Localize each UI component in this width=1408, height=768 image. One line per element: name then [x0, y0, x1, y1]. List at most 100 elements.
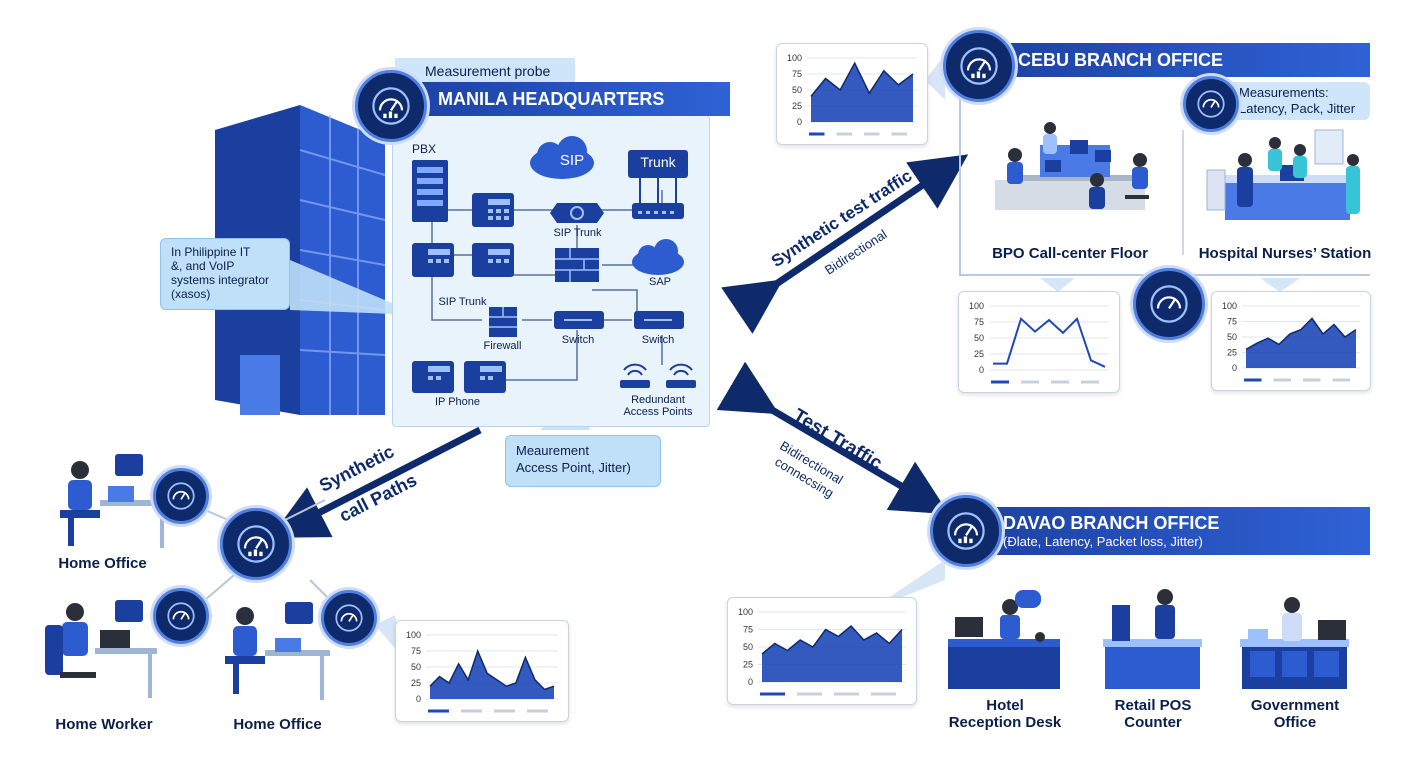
series-line — [761, 624, 903, 655]
home-office2-probe-icon — [321, 590, 377, 646]
y-tick-label: 100 — [406, 630, 421, 640]
y-tick-label: 75 — [411, 646, 421, 656]
cebu-site-probe-icon — [1133, 268, 1205, 340]
series-line — [429, 648, 555, 691]
y-tick-label: 25 — [1227, 348, 1237, 358]
firewall-label: Firewall — [483, 340, 522, 352]
y-tick-label: 75 — [1227, 317, 1237, 327]
manila-title-banner: MANILA HEADQUARTERS — [380, 82, 730, 116]
ip-phone-icon — [472, 243, 514, 277]
manila-network — [412, 136, 696, 393]
sap-cloud-icon — [632, 239, 684, 275]
series-line — [1245, 317, 1357, 351]
trunk-label: Trunk — [640, 154, 676, 170]
chart-card-remote: 100 75 50 25 0 — [395, 620, 569, 722]
area-series — [811, 63, 913, 122]
area-series — [1246, 318, 1356, 368]
sip-trunk-router-icon — [550, 203, 604, 223]
arrow-manila-cebu — [721, 154, 969, 334]
cebu-title: CEBU BRANCH OFFICE — [1018, 49, 1223, 70]
arrow-manila-remote — [270, 426, 482, 538]
y-tick-label: 50 — [411, 662, 421, 672]
y-tick-label: 50 — [743, 642, 753, 652]
measurement-probe-tag: Measurement probe — [395, 58, 575, 84]
firewall-icon — [489, 307, 517, 337]
remote-workers-illustration — [45, 454, 330, 700]
series-line — [993, 316, 1106, 368]
ip-phone-label: IP Phone — [434, 396, 481, 408]
sip-trunk-left-label: SIP Trunk — [438, 296, 487, 308]
home-office-label: Home Office — [58, 555, 147, 572]
home-office-probe-icon — [153, 468, 209, 524]
series-line — [810, 61, 914, 97]
y-tick-label: 100 — [969, 301, 984, 311]
retail-pos-label: Retail POS Counter — [1114, 697, 1192, 731]
y-tick-label: 50 — [1227, 332, 1237, 342]
y-tick-label: 0 — [1232, 363, 1237, 373]
hospital-station-label: Hospital Nurses’ Station — [1198, 245, 1372, 262]
pbx-label: PBX — [412, 142, 437, 156]
davao-sites-illustration — [948, 589, 1349, 689]
y-tick-label: 25 — [411, 678, 421, 688]
cebu-measure-probe-icon — [1183, 76, 1239, 132]
remote-hub-probe-icon — [220, 508, 292, 580]
y-tick-label: 75 — [974, 317, 984, 327]
switch-icon — [634, 311, 684, 329]
y-tick-label: 100 — [1222, 301, 1237, 311]
bpo-floor-illustration — [995, 122, 1149, 210]
switch-label: Switch — [641, 334, 675, 346]
access-point-icon — [620, 363, 650, 388]
manila-title: MANILA HEADQUARTERS — [438, 88, 665, 109]
chart-card-cebu-bpo: 100 75 50 25 0 — [958, 291, 1120, 393]
y-tick-label: 75 — [792, 69, 802, 79]
chart-card-davao: 100 75 50 25 0 — [727, 597, 917, 705]
access-point-icon — [666, 363, 696, 388]
home-worker-label: Home Worker — [55, 716, 153, 733]
firewall-icon — [555, 248, 599, 282]
davao-title: DAVAO BRANCH OFFICE — [1003, 513, 1220, 533]
sap-label: SAP — [648, 276, 671, 288]
sip-trunk-top-label: SIP Trunk — [553, 227, 602, 239]
ip-phone-icon — [464, 361, 506, 393]
y-tick-label: 25 — [743, 660, 753, 670]
y-tick-label: 75 — [743, 625, 753, 635]
davao-title-banner: DAVAO BRANCH OFFICE (Ðlate, Latency, Pac… — [945, 507, 1370, 555]
switch-label: Switch — [561, 334, 595, 346]
sip-cloud-icon — [530, 136, 594, 179]
government-office-label: Government Office — [1250, 697, 1340, 731]
home-office2-label: Home Office — [233, 716, 322, 733]
integrator-callout: In Philippine IT &, and VoIP systems int… — [160, 238, 290, 310]
hq-building-icon — [215, 105, 386, 415]
y-tick-label: 0 — [748, 677, 753, 687]
hotel-reception-label: Hotel Reception Desk — [948, 697, 1062, 731]
sip-cloud-label: SIP — [559, 152, 585, 169]
cebu-title-banner: CEBU BRANCH OFFICE — [960, 43, 1370, 77]
ip-phone-icon — [472, 193, 514, 227]
ip-phone-icon — [412, 243, 454, 277]
switch-icon — [632, 203, 684, 219]
bpo-floor-label: BPO Call-center Floor — [992, 245, 1148, 262]
area-series — [762, 626, 902, 682]
arrow-manila-davao — [716, 361, 950, 515]
y-tick-label: 50 — [792, 85, 802, 95]
y-tick-label: 0 — [416, 694, 421, 704]
home-worker-probe-icon — [153, 588, 209, 644]
access-points-label: Redundant Access Points — [623, 394, 693, 418]
area-series — [430, 651, 554, 699]
manila-probe-icon — [355, 70, 427, 142]
trunk-icon — [628, 150, 688, 205]
y-tick-label: 25 — [974, 349, 984, 359]
y-tick-label: 0 — [797, 117, 802, 127]
cebu-probe-icon — [943, 30, 1015, 102]
hospital-station-illustration — [1206, 129, 1360, 220]
davao-probe-icon — [930, 495, 1002, 567]
switch-icon — [554, 311, 604, 329]
pbx-icon — [412, 160, 448, 222]
y-tick-label: 0 — [979, 365, 984, 375]
y-tick-label: 50 — [974, 333, 984, 343]
y-tick-label: 100 — [738, 607, 753, 617]
chart-card-cebu-hospital: 100 75 50 25 0 — [1211, 291, 1371, 391]
measurement-callout: Meaurement Access Point, Jitter) — [505, 435, 661, 487]
